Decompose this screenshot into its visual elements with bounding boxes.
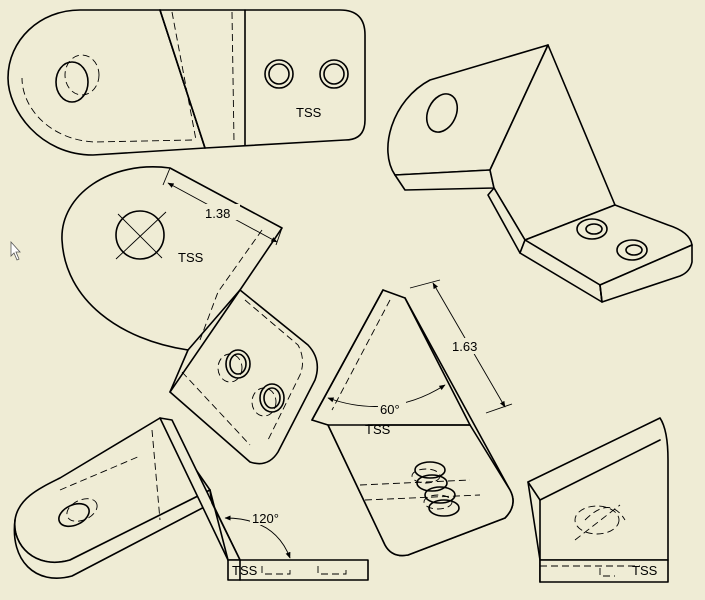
tss-label-v-part: TSS xyxy=(365,422,391,437)
iso-upper-hole xyxy=(425,93,459,133)
tss-label-side-view: TSS xyxy=(632,563,658,578)
tss-label-top-view: TSS xyxy=(296,105,322,120)
view-bottom-left: TSS 120° xyxy=(13,417,369,581)
dim-arc-120 xyxy=(224,515,291,559)
view-angled-part: TSS 60° 1.63 xyxy=(311,279,514,557)
dim-label-163: 1.63 xyxy=(452,339,477,354)
iso-lower-hole-left xyxy=(576,218,608,240)
top-view-hole-left xyxy=(264,59,294,89)
tss-label-section: TSS xyxy=(232,563,258,578)
iso-lower-hole-right xyxy=(616,239,648,261)
tss-label-flat: TSS xyxy=(178,250,204,265)
bottom-iso-hole xyxy=(58,502,90,528)
top-view-outline xyxy=(7,9,206,156)
flat-plate-holes xyxy=(217,349,285,417)
bottom-iso-foot xyxy=(227,559,369,581)
angled-part-holes xyxy=(411,461,460,517)
mouse-pointer-icon xyxy=(10,240,21,261)
side-view-outline xyxy=(527,417,669,561)
iso-upper-plate xyxy=(387,44,549,176)
dim-label-138: 1.38 xyxy=(205,206,230,221)
dim-label-60: 60° xyxy=(380,402,400,417)
view-isometric-right xyxy=(387,44,693,303)
view-side: TSS xyxy=(527,417,669,583)
top-view-hole-right xyxy=(319,59,349,89)
flat-hole xyxy=(115,210,165,260)
top-view-hole xyxy=(55,61,89,103)
view-top-left: TSS xyxy=(7,9,366,156)
view-flat-pattern: TSS 1.38 xyxy=(61,166,319,465)
dim-label-120: 120° xyxy=(252,511,279,526)
top-view-flange xyxy=(159,9,366,149)
